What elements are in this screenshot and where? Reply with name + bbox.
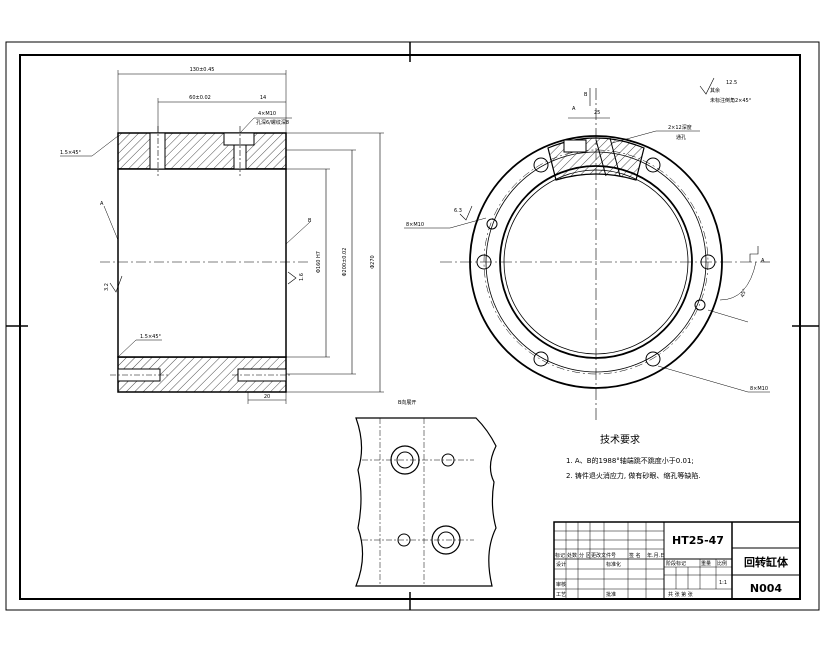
tb-header-2: 分 区 [579,552,591,559]
outer-dia-label: Φ200±0.02 [342,248,348,277]
tb-sheets: 共 张 第 张 [668,591,693,598]
tb-approve: 批准 [606,591,616,598]
tb-weight: 重量 [701,560,711,567]
tb-header-3: 更改文件号 [591,552,616,559]
front-slot-width-label: 25 [594,110,600,116]
tb-header-5: 年.月.日 [647,552,665,559]
view-label: B向展开 [398,399,416,406]
slot-pos-label: 60±0.02 [189,95,211,101]
technical-requirements: 技术要求 1. A、B的1988°轴端跳不跳度小于0.01; 2. 铸件退火消应… [566,433,701,480]
tb-part-name: 回转缸体 [744,555,789,569]
bottom-dim-label: 20 [264,394,270,400]
tb-stage: 阶段标记 [666,560,686,567]
surface-note-line2: 未标注倒角2×45° [710,97,752,104]
tb-scale-label: 比例 [717,560,727,567]
front-roughness-label: 6.3 [454,208,462,214]
front-slot-note: 2×12深度 [668,124,692,131]
front-slot-depth: 通孔 [676,134,686,141]
surface-roughness-label: 12.5 [726,80,737,86]
holes-right-label: 8×M10 [750,386,768,392]
front-angle-label: 45° [740,288,749,299]
tb-scale: 1:1 [719,580,727,586]
holes-left-label: 8×M10 [406,222,424,228]
tb-material: HT25-47 [672,534,724,547]
slot-width-label: 14 [260,95,266,101]
tb-design: 设计 [556,561,566,568]
roughness-right-label: 1.6 [299,273,305,281]
hole-note-label: 4×M10 [258,111,276,117]
tech-item-2: 2. 铸件退火消应力, 做有砂眼、缩孔等缺陷. [566,471,701,480]
flange-dia-label: Φ270 [370,255,376,268]
tech-item-1: 1. A、B的1988°轴端跳不跳度小于0.01; [566,456,694,465]
hole-depth-label: 孔深6/螺纹深8 [256,119,289,126]
datum-b-label: B [308,218,312,224]
chamfer-top-label: 1.5×45° [60,150,82,156]
roughness-left-label: 3.2 [104,283,110,291]
front-slot-a-label: A [572,106,576,112]
tb-header-4: 签 名 [629,552,641,559]
tb-process: 工艺 [556,592,566,598]
front-datum-label: A [761,258,765,264]
front-circular-view: B A 25 2×12深度 通孔 8×M10 6.3 A 45° 8×M10 1… [404,77,770,420]
datum-a-label: A [100,201,104,207]
drawing-frame [5,41,820,611]
tb-review: 审核 [556,581,566,588]
b-direction-view: B向展开 [355,399,497,587]
tb-header-1: 处数 [567,552,577,559]
inner-dia-label: Φ160 H7 [316,251,322,273]
overall-width-label: 130±0.45 [190,67,215,73]
surface-note-line1: 其余 [710,87,720,94]
tb-std: 标准化 [606,561,621,568]
bolt-holes [476,157,716,367]
front-b-label: B [584,92,588,98]
tech-title: 技术要求 [600,433,640,446]
title-block: 标记 处数 分 区 更改文件号 签 名 年.月.日 设计 标准化 审核 工艺 批… [553,521,801,600]
chamfer-bottom-label: 1.5×45° [140,334,162,340]
side-section-view: 130±0.45 60±0.02 14 4×M10 孔深6/螺纹深8 1.5×4… [60,67,384,404]
tb-drawing-no: N004 [750,582,783,595]
tb-header-0: 标记 [555,552,565,559]
